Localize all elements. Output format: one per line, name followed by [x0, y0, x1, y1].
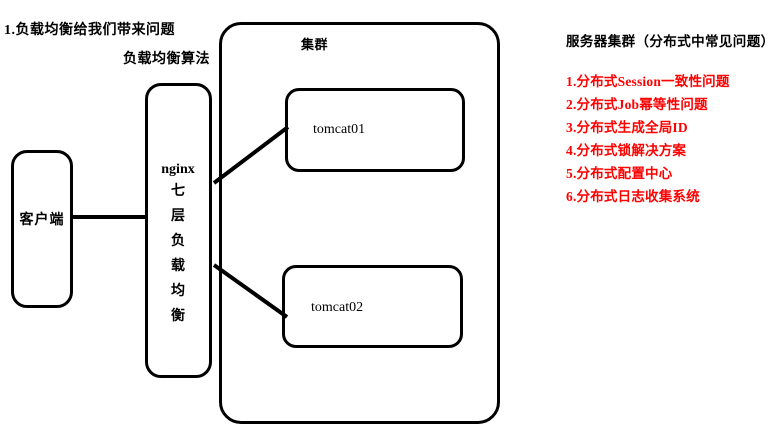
list-item: 6.分布式日志收集系统 — [566, 189, 700, 204]
list-item: 1.分布式Session一致性问题 — [566, 74, 730, 89]
nginx-label-char-1: 层 — [171, 209, 185, 224]
list-item: 2.分布式Job幂等性问题 — [566, 97, 708, 112]
list-item: 4.分布式锁解决方案 — [566, 143, 687, 158]
nginx-label-char-5: 衡 — [171, 309, 185, 324]
load-balance-algorithm-label: 负载均衡算法 — [123, 52, 210, 67]
list-item: 5.分布式配置中心 — [566, 166, 673, 181]
cluster-label: 集群 — [301, 37, 329, 52]
client-label: 客户端 — [19, 213, 65, 228]
side-panel-title: 服务器集群（分布式中常见问题） — [566, 34, 775, 49]
distributed-problem-list: 1.分布式Session一致性问题 2.分布式Job幂等性问题 3.分布式生成全… — [566, 70, 778, 208]
nginx-label-char-2: 负 — [171, 234, 185, 249]
tomcat01-label: tomcat01 — [313, 122, 366, 137]
nginx-box[interactable] — [145, 83, 212, 378]
nginx-label-char-0: 七 — [171, 184, 185, 199]
nginx-label-char-4: 均 — [171, 284, 185, 299]
nginx-label-char-3: 载 — [171, 259, 185, 274]
page-title: 1.负载均衡给我们带来问题 — [4, 23, 175, 38]
nginx-label-latin: nginx — [161, 162, 195, 177]
side-panel: 服务器集群（分布式中常见问题） 1.分布式Session一致性问题 2.分布式J… — [566, 30, 778, 208]
tomcat02-box[interactable] — [282, 265, 463, 348]
cluster-box[interactable] — [219, 22, 500, 424]
nginx-label-group: nginx 七 层 负 载 均 衡 — [145, 160, 211, 329]
tomcat02-label: tomcat02 — [311, 300, 364, 315]
tomcat01-box[interactable] — [285, 88, 465, 172]
list-item: 3.分布式生成全局ID — [566, 120, 688, 135]
client-box[interactable] — [11, 150, 73, 308]
